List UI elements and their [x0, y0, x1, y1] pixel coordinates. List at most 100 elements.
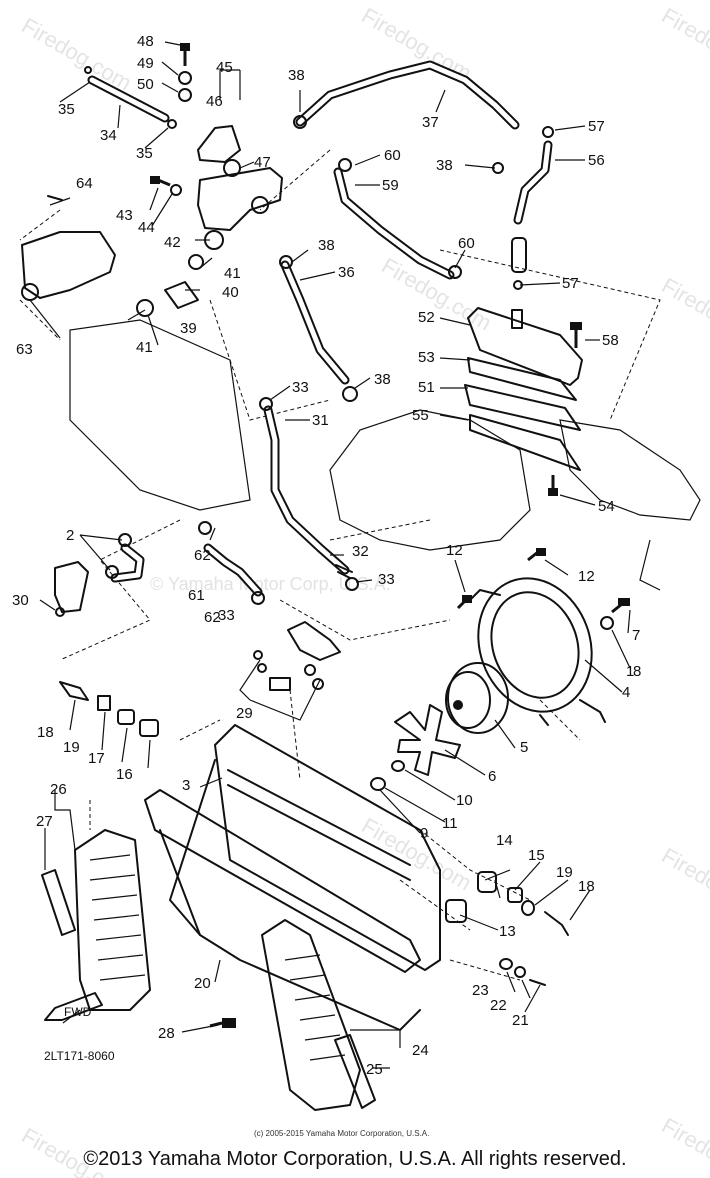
radiator-guard-left [41, 829, 151, 1011]
callout-label: 5 [520, 739, 528, 756]
callout-label: 12 [446, 542, 463, 559]
callout-label: 12 [578, 568, 595, 585]
callout-label: 26 [50, 781, 67, 798]
callout-label: 56 [588, 152, 605, 169]
cylinder-head-cover [464, 307, 583, 496]
callout-label: 9 [420, 825, 428, 842]
callout-label: 22 [490, 997, 507, 1014]
callout-label: 34 [100, 127, 117, 144]
callout-label: 19 [556, 864, 573, 881]
hose-2 [110, 543, 145, 583]
breather-pipe [54, 561, 89, 617]
callout-label: 58 [602, 332, 619, 349]
callout-label: 33 [292, 379, 309, 396]
hose-clamps [84, 66, 554, 605]
callout-label: 24 [412, 1042, 429, 1059]
callout-labels: 1 2 3 4 5 6 7 8 9 10 11 12 12 13 14 15 1… [12, 33, 641, 1078]
callout-label: 10 [456, 792, 473, 809]
callout-label: 48 [137, 33, 154, 50]
callout-label: 36 [338, 264, 355, 281]
callout-label: 42 [164, 234, 181, 251]
engine-outline [69, 319, 701, 591]
callout-label: 41 [224, 265, 241, 282]
callout-label: 54 [598, 498, 615, 515]
callout-label: 62 [194, 547, 211, 564]
fwd-arrow: FWD [44, 992, 103, 1021]
callout-label: 33 [378, 571, 395, 588]
callout-label: 38 [318, 237, 335, 254]
copyright-footer: ©2013 Yamaha Motor Corporation, U.S.A. A… [83, 1148, 627, 1170]
callout-label: 31 [312, 412, 329, 429]
callout-label: 62 [204, 609, 221, 626]
fan-switch-29 [253, 621, 341, 691]
callout-label: 33 [218, 607, 235, 624]
callout-label: 49 [137, 55, 154, 72]
hose-61 [203, 543, 263, 597]
callout-label: 21 [512, 1012, 529, 1029]
callout-label: 47 [254, 154, 271, 171]
hose-36 [280, 260, 350, 385]
fan-motor [445, 662, 509, 734]
callout-label: 59 [382, 177, 399, 194]
watermark-site: Firedog.com [658, 843, 710, 926]
watermark-layer: Firedog.com Firedog.com Firedog.com Fire… [18, 3, 710, 1178]
reservoir-tank [21, 195, 116, 301]
callout-label: 28 [158, 1025, 175, 1042]
thermostat-housing [136, 125, 283, 317]
watermark-center: © Yamaha Motor Corp, U.S.A. [150, 574, 391, 594]
callout-label: 38 [288, 67, 305, 84]
callout-label: 13 [499, 923, 516, 940]
callout-label: 19 [63, 739, 80, 756]
callout-label: 25 [366, 1061, 383, 1078]
callout-label: 38 [436, 157, 453, 174]
callout-label: 53 [418, 349, 435, 366]
callout-label: 38 [374, 371, 391, 388]
fan-blade [394, 704, 461, 776]
callout-label: 23 [472, 982, 489, 999]
callout-label: 15 [528, 847, 545, 864]
callout-label: 27 [36, 813, 53, 830]
callout-label: 63 [16, 341, 33, 358]
callout-label: 43 [116, 207, 133, 224]
pipe-32 [335, 564, 353, 579]
hose-31 [263, 405, 350, 575]
callout-label: 6 [488, 768, 496, 785]
callout-label: 16 [116, 766, 133, 783]
callout-label: 55 [412, 407, 429, 424]
callout-label: 7 [632, 627, 640, 644]
hose-56 [511, 140, 553, 273]
callout-label: 40 [222, 284, 239, 301]
callout-label: 32 [352, 543, 369, 560]
callout-label: 17 [88, 750, 105, 767]
callout-label: 51 [418, 379, 435, 396]
callout-label: 1 [626, 663, 634, 680]
label-leaders [29, 41, 631, 1069]
callout-label: 3 [182, 777, 190, 794]
washer-50 [178, 88, 192, 102]
callout-label: 44 [138, 219, 155, 236]
callout-label: 20 [194, 975, 211, 992]
leader-lines [19, 149, 661, 981]
callout-label: 11 [442, 815, 458, 832]
small-copyright: (c) 2005-2015 Yamaha Motor Corporation, … [254, 1129, 429, 1138]
callout-label: 41 [136, 339, 153, 356]
washer-44 [170, 184, 182, 196]
callout-label: 14 [496, 832, 513, 849]
callout-label: 37 [422, 114, 439, 131]
callout-label: 30 [12, 592, 29, 609]
callout-label: 2 [66, 527, 74, 544]
washer-49 [178, 71, 192, 85]
callout-label: 50 [137, 76, 154, 93]
callout-label: 18 [578, 878, 595, 895]
callout-label: 57 [562, 275, 579, 292]
hose-59 [333, 167, 455, 280]
diagram-code: 2LT171-8060 [44, 1049, 115, 1063]
callout-label: 52 [418, 309, 435, 326]
small-parts [59, 548, 630, 1028]
watermark-site: Firedog.com [18, 13, 136, 96]
callout-label: 46 [206, 93, 223, 110]
hose-34 [87, 75, 170, 123]
callout-label: 35 [136, 145, 153, 162]
callout-label: 57 [588, 118, 605, 135]
